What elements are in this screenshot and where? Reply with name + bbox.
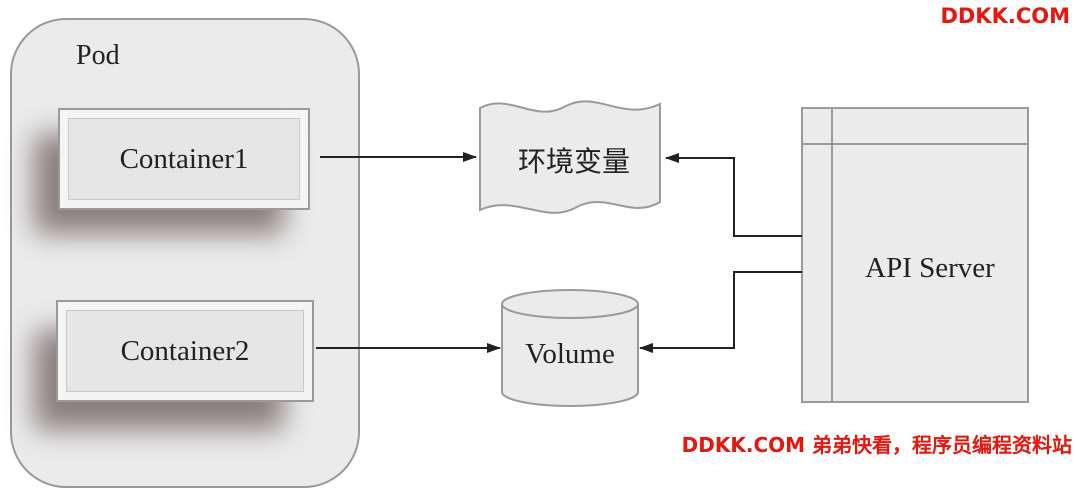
container1-box: Container1: [58, 108, 310, 210]
env-vars-label: 环境变量: [517, 145, 630, 178]
volume-cylinder: [501, 289, 639, 407]
container1-label: Container1: [119, 142, 249, 175]
arrow-api-to-env: [665, 153, 802, 237]
container2-label: Container2: [120, 334, 250, 367]
diagram-canvas: [316, 100, 1029, 407]
api-server-label: API Server: [865, 252, 995, 284]
watermark-bottom: DDKK.COM 弟弟快看，程序员编程资料站: [681, 433, 1072, 457]
pod-title: Pod: [76, 40, 120, 71]
volume-label: Volume: [525, 338, 615, 370]
arrow-api-to-volume: [639, 271, 802, 353]
api-server-box: [801, 107, 1029, 403]
container2-box: Container2: [56, 300, 314, 402]
env-vars-shape: [479, 100, 661, 214]
watermark-top: DDKK.COM: [940, 4, 1070, 28]
